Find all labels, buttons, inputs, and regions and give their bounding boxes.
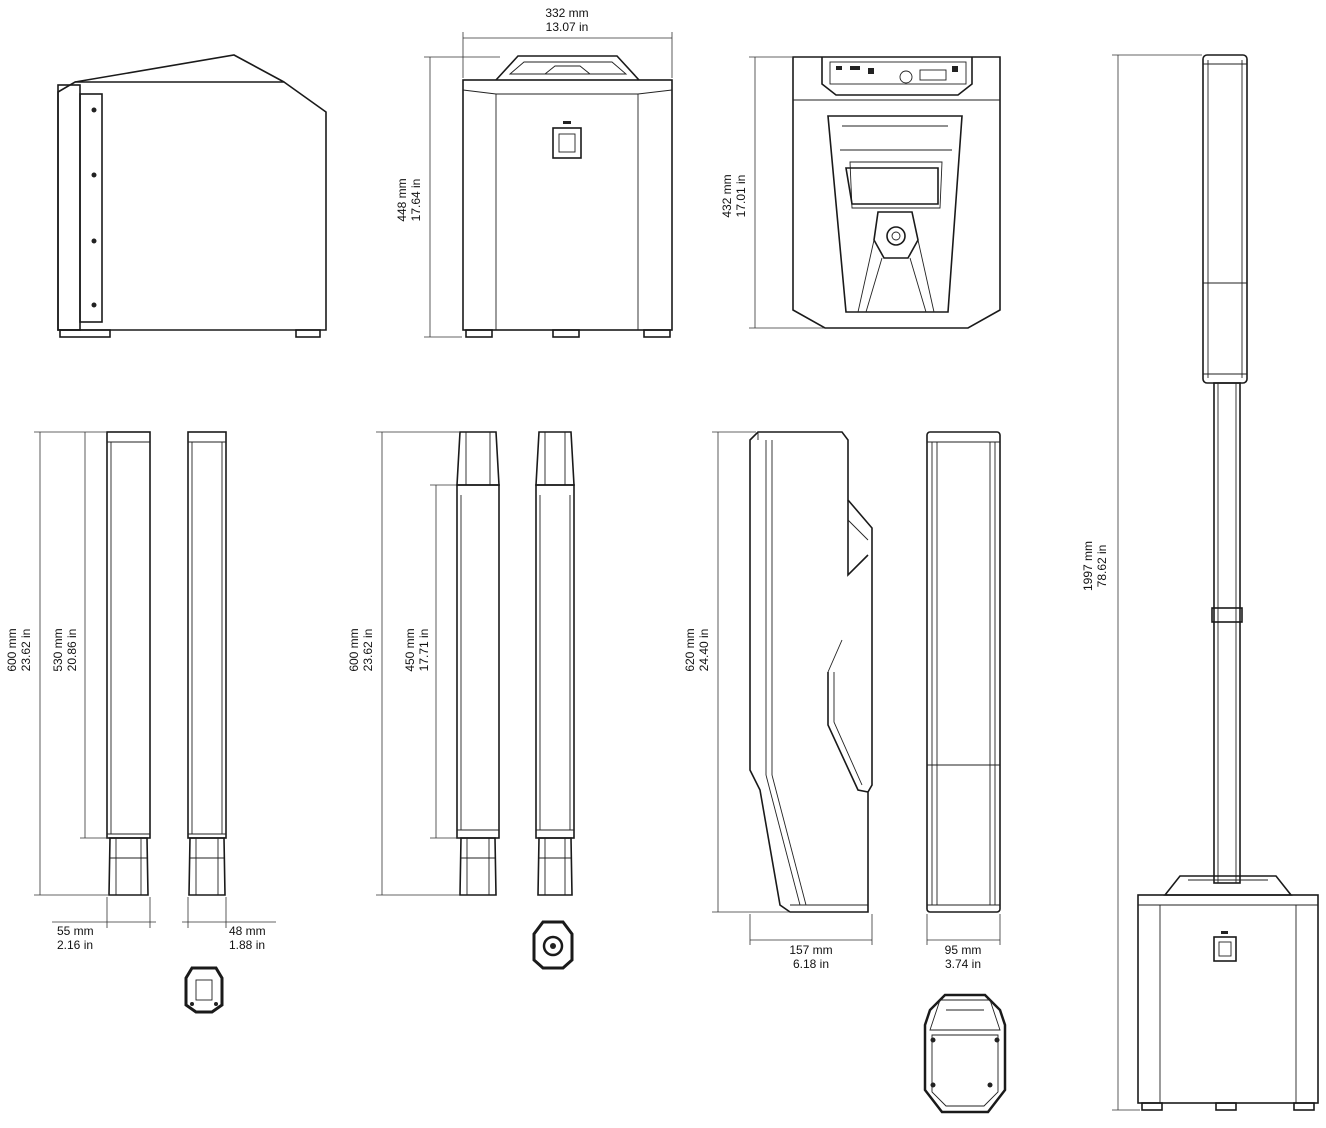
- dim-label-in: 17.64 in: [409, 179, 423, 222]
- dim-label-mm: 448 mm: [395, 178, 409, 221]
- dim-label-in: 23.62 in: [361, 629, 375, 672]
- dim-label-mm: 450 mm: [403, 628, 417, 671]
- column3-side-view: [749, 431, 873, 913]
- dim-column1-height: 600 mm 23.62 in: [5, 431, 108, 896]
- dim-label-in: 2.16 in: [57, 938, 93, 952]
- dim-label-mm: 620 mm: [683, 628, 697, 671]
- dim-label-in: 78.62 in: [1095, 545, 1109, 588]
- dim-total-height: 1997 mm 78.62 in: [1081, 54, 1202, 1111]
- subwoofer-front-view: [462, 55, 673, 338]
- dim-label-mm: 332 mm: [545, 6, 588, 20]
- dim-subwoofer-height: 448 mm 17.64 in: [395, 56, 500, 338]
- column1-side-view: [106, 431, 151, 896]
- dim-label-in: 24.40 in: [697, 629, 711, 672]
- column3-front-view: [926, 431, 1001, 913]
- dim-subwoofer-rear-height: 432 mm 17.01 in: [720, 56, 824, 329]
- dim-label-mm: 157 mm: [789, 943, 832, 957]
- dim-label-in: 17.71 in: [417, 629, 431, 672]
- dim-label-mm: 600 mm: [347, 628, 361, 671]
- dim-label-mm: 1997 mm: [1081, 541, 1095, 591]
- dim-column1-inner-height: 530 mm 20.86 in: [51, 432, 108, 839]
- dim-label-mm: 48 mm: [229, 924, 266, 938]
- dim-column1-width-b: 48 mm 1.88 in: [182, 897, 276, 952]
- full-assembly-view: [1137, 54, 1319, 1111]
- dim-label-mm: 95 mm: [945, 943, 982, 957]
- dim-label-in: 1.88 in: [229, 938, 265, 952]
- column1-connector-icon: [184, 966, 224, 1014]
- column3-bottom-view: [923, 993, 1007, 1114]
- dim-column3-depth: 157 mm 6.18 in: [749, 914, 873, 971]
- dim-label-in: 3.74 in: [945, 957, 981, 971]
- dim-subwoofer-width: 332 mm 13.07 in: [462, 6, 673, 78]
- column2-front-view: [535, 431, 575, 896]
- dim-label-mm: 600 mm: [5, 628, 19, 671]
- dim-label-in: 23.62 in: [19, 629, 33, 672]
- dim-label-mm: 432 mm: [720, 174, 734, 217]
- dim-column3-height: 620 mm 24.40 in: [683, 431, 789, 913]
- dim-column3-width: 95 mm 3.74 in: [926, 914, 1001, 971]
- dim-label-in: 6.18 in: [793, 957, 829, 971]
- column1-front-view: [187, 431, 227, 896]
- dim-label-mm: 530 mm: [51, 628, 65, 671]
- subwoofer-rear-view: [792, 56, 1001, 329]
- dim-label-in: 13.07 in: [546, 20, 589, 34]
- column2-connector-icon: [532, 920, 574, 970]
- dim-label-in: 17.01 in: [734, 175, 748, 218]
- dim-label-mm: 55 mm: [57, 924, 94, 938]
- control-panel: [829, 61, 967, 85]
- dim-label-in: 20.86 in: [65, 629, 79, 672]
- subwoofer-side-view: [57, 54, 327, 338]
- dim-column2-height: 600 mm 23.62 in: [347, 431, 460, 896]
- column2-side-view: [456, 431, 500, 896]
- dim-column2-inner-height: 450 mm 17.71 in: [403, 484, 460, 839]
- dim-column1-width-a: 55 mm 2.16 in: [52, 897, 156, 952]
